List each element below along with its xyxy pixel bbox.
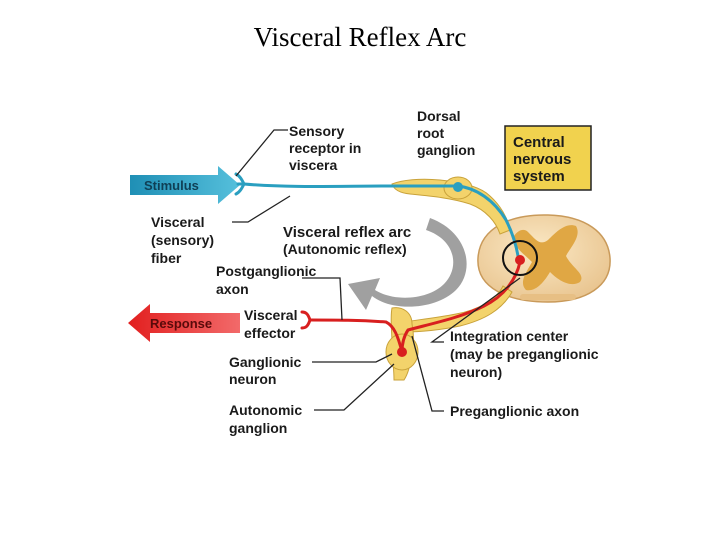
svg-text:effector: effector: [244, 325, 296, 341]
svg-text:root: root: [417, 125, 445, 141]
ganglionic-neuron-label: Ganglionic neuron: [229, 354, 302, 387]
svg-text:Dorsal: Dorsal: [417, 108, 461, 124]
reflex-arc-title: Visceral reflex arc (Autonomic reflex): [283, 224, 411, 257]
svg-text:Postganglionic: Postganglionic: [216, 263, 317, 279]
svg-text:axon: axon: [216, 281, 249, 297]
svg-text:neuron): neuron): [450, 364, 502, 380]
cns-label-line-3: system: [513, 168, 565, 185]
svg-text:fiber: fiber: [151, 250, 182, 266]
svg-text:Autonomic: Autonomic: [229, 402, 302, 418]
svg-text:viscera: viscera: [289, 157, 337, 173]
sensory-receptor-label: Sensory receptor in viscera: [289, 123, 361, 173]
dorsal-root-ganglion-label: Dorsal root ganglion: [417, 108, 475, 158]
cns-label-line-2: nervous: [513, 151, 571, 168]
svg-text:receptor in: receptor in: [289, 140, 361, 156]
visceral-sensory-fiber-label: Visceral (sensory) fiber: [151, 214, 214, 266]
response-label: Response: [150, 316, 212, 331]
integration-center-label: Integration center (may be preganglionic…: [450, 328, 599, 380]
visceral-effector-label: Visceral effector: [244, 307, 297, 341]
postganglionic-axon-label: Postganglionic axon: [216, 263, 317, 297]
sensory-neuron-body: [453, 182, 463, 192]
svg-text:neuron: neuron: [229, 371, 276, 387]
svg-text:ganglion: ganglion: [229, 420, 287, 436]
stimulus-label: Stimulus: [144, 178, 199, 193]
response-arrow: Response: [128, 304, 240, 342]
leader-lines: [232, 129, 521, 412]
preganglionic-axon-label: Preganglionic axon: [450, 403, 579, 419]
svg-text:(Autonomic reflex): (Autonomic reflex): [283, 241, 407, 257]
svg-text:Integration center: Integration center: [450, 328, 569, 344]
cns-label-line-1: Central: [513, 134, 565, 151]
svg-text:Visceral: Visceral: [151, 214, 204, 230]
svg-text:Preganglionic axon: Preganglionic axon: [450, 403, 579, 419]
integration-center-circle: [502, 240, 538, 276]
svg-text:(may be preganglionic: (may be preganglionic: [450, 346, 599, 362]
svg-text:ganglion: ganglion: [417, 142, 475, 158]
spinal-cord: [477, 214, 611, 303]
ganglionic-neuron-body: [397, 347, 407, 357]
integration-neuron-body: [515, 255, 525, 265]
reflex-cycle-arrow: [348, 218, 467, 310]
svg-text:Ganglionic: Ganglionic: [229, 354, 302, 370]
svg-text:Visceral reflex arc: Visceral reflex arc: [283, 224, 411, 241]
slide-title: Visceral Reflex Arc: [253, 22, 467, 52]
svg-text:(sensory): (sensory): [151, 232, 214, 248]
stimulus-arrow: Stimulus: [130, 166, 240, 204]
autonomic-ganglion-label: Autonomic ganglion: [229, 402, 302, 436]
cns-box: Central nervous system: [504, 125, 592, 191]
svg-text:Sensory: Sensory: [289, 123, 344, 139]
svg-text:Visceral: Visceral: [244, 307, 297, 323]
